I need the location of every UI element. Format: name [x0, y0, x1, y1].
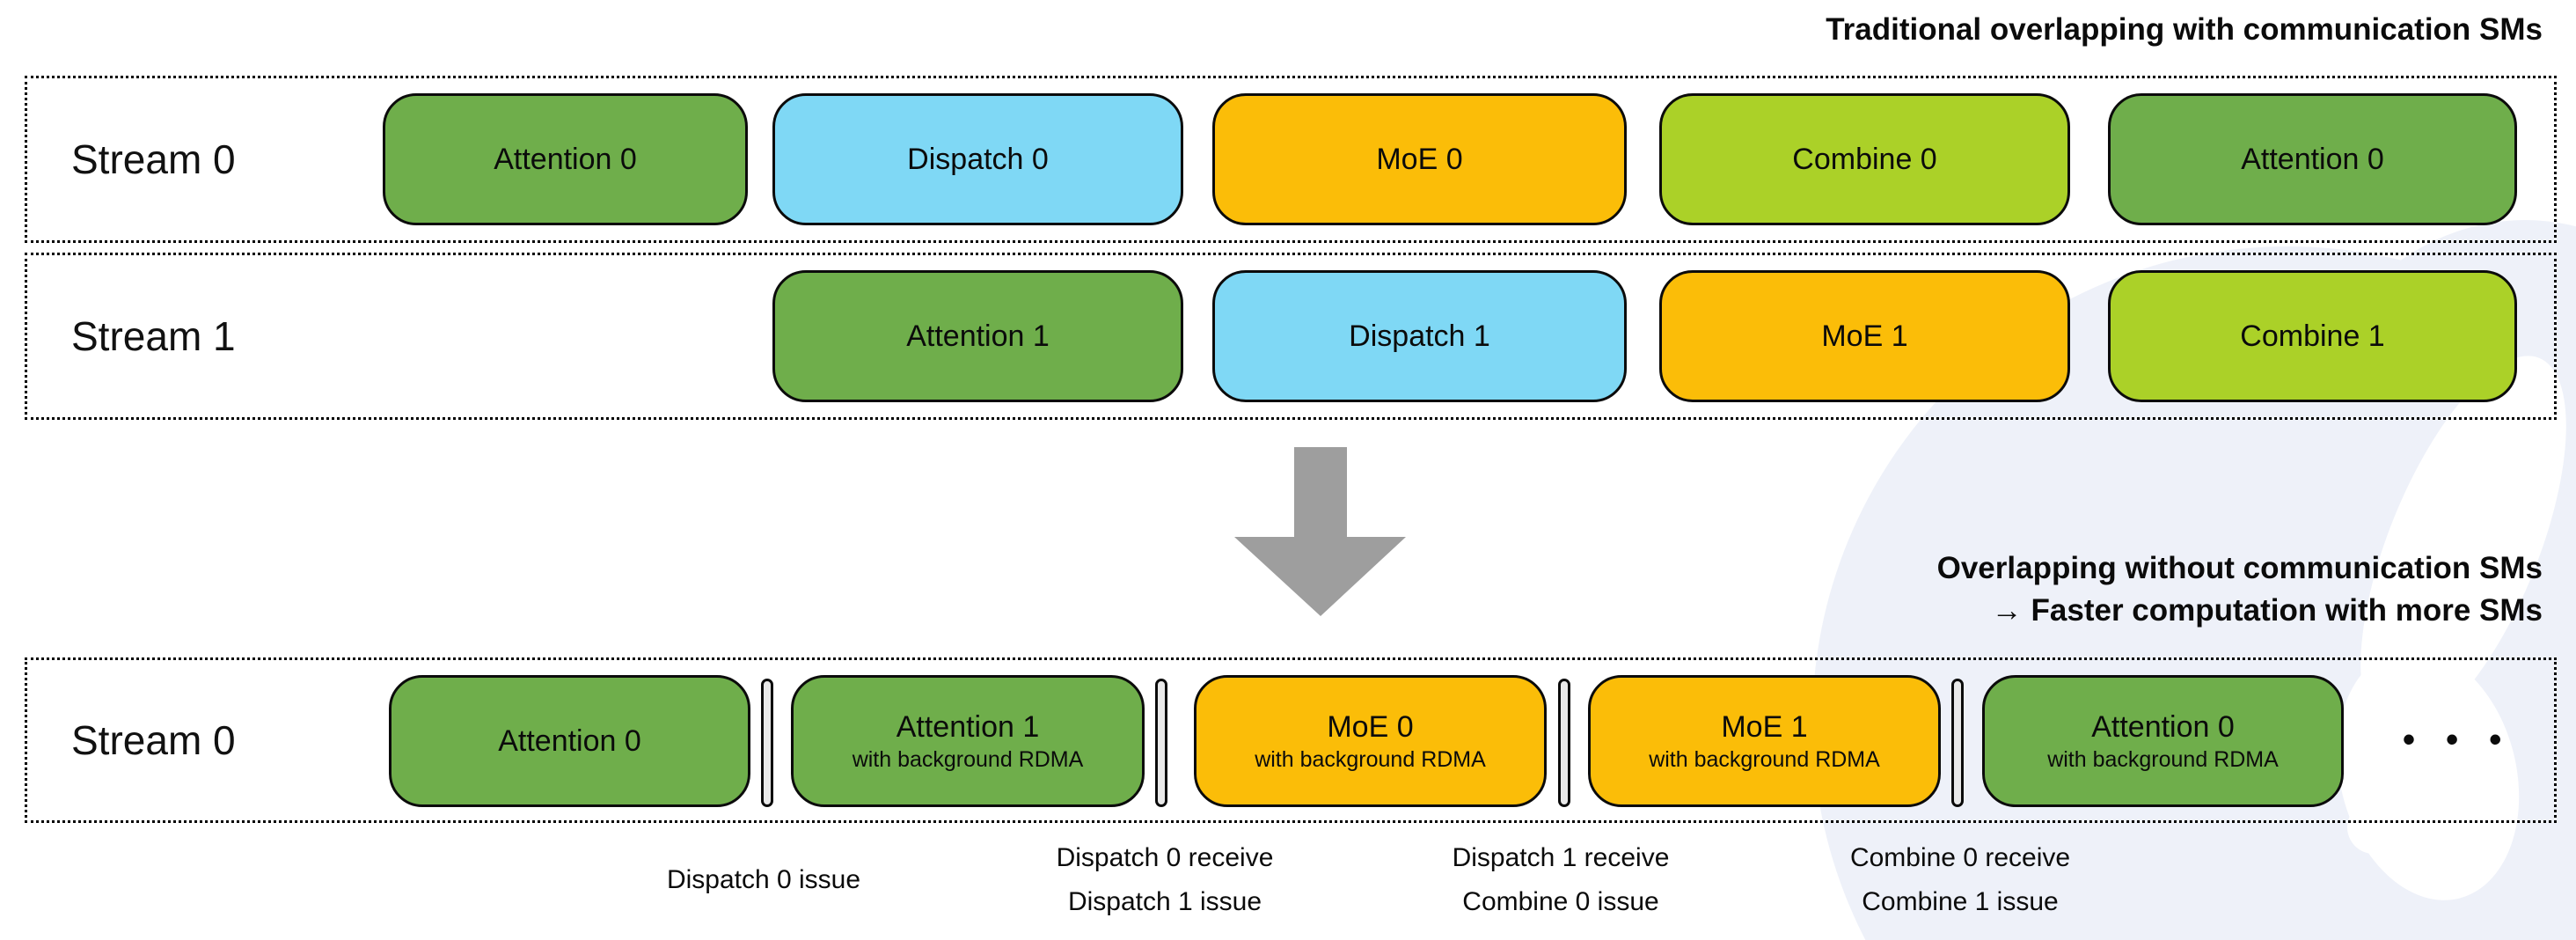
task-label: Attention 0: [498, 724, 641, 758]
comm-event-divider-3: [1558, 679, 1570, 807]
task-block-moe-0: MoE 0: [1212, 93, 1627, 225]
annotation-line: Dispatch 1 receive: [1452, 843, 1670, 872]
task-block-dispatch-0: Dispatch 0: [772, 93, 1183, 225]
task-block-attention-0-bottom: Attention 0: [389, 675, 750, 807]
comm-event-divider-2: [1155, 679, 1167, 807]
annotation-dispatch1-receive-combine0-issue: Dispatch 1 receive Combine 0 issue: [1453, 836, 1670, 924]
task-label: MoE 0: [1376, 143, 1463, 176]
task-label: Combine 1: [2240, 319, 2385, 353]
task-label: Attention 0: [2241, 143, 2384, 176]
task-sublabel: with background RDMA: [1649, 747, 1880, 772]
annotation-line: Dispatch 0 receive: [1056, 843, 1274, 872]
annotation-dispatch0-receive-dispatch1-issue: Dispatch 0 receive Dispatch 1 issue: [1057, 836, 1274, 924]
bottom-title-line2: → Faster computation with more SMs: [1991, 593, 2543, 628]
stream-0-row-overlapped: Stream 0 Attention 0 Attention 1 with ba…: [25, 657, 2557, 823]
task-block-combine-1: Combine 1: [2108, 270, 2517, 402]
task-block-attention-0-next-bottom: Attention 0 with background RDMA: [1982, 675, 2344, 807]
task-label: Attention 1: [896, 710, 1040, 744]
task-label: MoE 0: [1327, 710, 1414, 744]
annotation-line: Combine 0 receive: [1849, 843, 2071, 872]
task-block-dispatch-1: Dispatch 1: [1212, 270, 1627, 402]
task-block-attention-0-next: Attention 0: [2108, 93, 2517, 225]
task-label: Attention 0: [2091, 710, 2235, 744]
stream-1-row-traditional: Stream 1 Attention 1 Dispatch 1 MoE 1 Co…: [25, 253, 2557, 420]
annotation-dispatch-0-issue: Dispatch 0 issue: [667, 836, 860, 902]
bottom-section-title: Overlapping without communication SMs → …: [1937, 547, 2543, 632]
task-block-moe-1-bottom: MoE 1 with background RDMA: [1588, 675, 1941, 807]
task-label: Attention 0: [494, 143, 637, 176]
bottom-title-line1: Overlapping without communication SMs: [1936, 551, 2543, 585]
annotation-line: Dispatch 1 issue: [1067, 887, 1262, 916]
task-sublabel: with background RDMA: [852, 747, 1084, 772]
task-block-attention-1: Attention 1: [772, 270, 1183, 402]
annotation-line: Combine 1 issue: [1862, 887, 2059, 916]
task-label: Dispatch 0: [907, 143, 1049, 176]
task-label: MoE 1: [1721, 710, 1808, 744]
stream-0-label: Stream 0: [71, 136, 236, 182]
stream-1-label: Stream 1: [71, 313, 236, 359]
task-label: Dispatch 1: [1349, 319, 1490, 353]
task-block-attention-1-bottom: Attention 1 with background RDMA: [791, 675, 1145, 807]
task-block-combine-0: Combine 0: [1659, 93, 2070, 225]
task-label: MoE 1: [1821, 319, 1908, 353]
task-sublabel: with background RDMA: [1255, 747, 1486, 772]
continuation-ellipsis: • • •: [2403, 720, 2513, 760]
annotation-line: Dispatch 0 issue: [666, 865, 861, 894]
task-label: Combine 0: [1792, 143, 1937, 176]
top-section-title: Traditional overlapping with communicati…: [1826, 12, 2543, 47]
task-label: Attention 1: [906, 319, 1050, 353]
comm-event-divider-1: [761, 679, 773, 807]
annotation-combine0-receive-combine1-issue: Combine 0 receive Combine 1 issue: [1850, 836, 2070, 924]
task-block-attention-0: Attention 0: [383, 93, 748, 225]
annotation-line: Combine 0 issue: [1462, 887, 1659, 916]
task-block-moe-1: MoE 1: [1659, 270, 2070, 402]
stream-0-row-traditional: Stream 0 Attention 0 Dispatch 0 MoE 0 Co…: [25, 76, 2557, 243]
stream-0-label-bottom: Stream 0: [71, 717, 236, 763]
task-sublabel: with background RDMA: [2047, 747, 2279, 772]
task-block-moe-0-bottom: MoE 0 with background RDMA: [1194, 675, 1547, 807]
comm-event-divider-4: [1951, 679, 1964, 807]
